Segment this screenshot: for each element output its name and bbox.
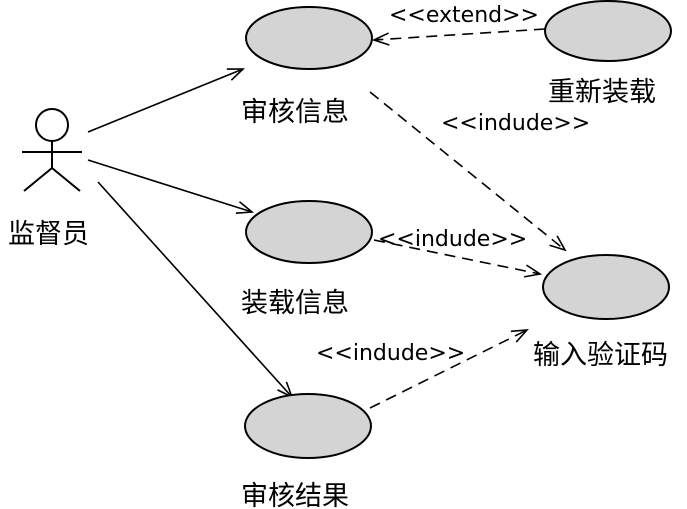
use-case-label: 审核结果 [241,481,349,509]
use-case-label: 重新装载 [548,77,656,108]
use-case-load-info: 装载信息 [241,200,373,319]
use-case-review-info: 审核信息 [241,6,373,128]
association-review-info [87,69,243,133]
include-arrow-review-code [369,91,565,250]
use-case-ellipse [245,6,373,70]
stereotype-extend: <<extend>> [389,3,539,28]
use-case-label: 装载信息 [241,288,349,319]
association-review-result [97,181,292,397]
actor-head [35,108,69,142]
include-arrow-load-code [373,239,540,274]
use-case-label: 审核信息 [241,97,349,128]
stereotype-include-load: <<indude>> [378,227,527,252]
include-arrow-result-code [369,330,527,409]
use-case-label: 输入验证码 [533,340,668,371]
use-case-ellipse [244,393,372,459]
actor-label: 监督员 [8,219,89,250]
use-case-enter-code: 输入验证码 [533,254,670,371]
actor-right-leg [51,167,81,192]
stereotype-include-result: <<indude>> [316,341,465,366]
actor-left-leg [23,167,53,192]
use-case-ellipse [245,200,373,264]
stereotype-include-review: <<indude>> [441,111,590,136]
use-case-reload: 重新装载 [544,0,672,108]
use-case-ellipse [542,254,670,320]
use-case-review-result: 审核结果 [241,393,372,509]
actor-supervisor: 监督员 [8,108,89,250]
extend-arrow-reload-review [374,28,546,40]
association-load-info [87,159,252,212]
use-case-ellipse [544,0,672,62]
